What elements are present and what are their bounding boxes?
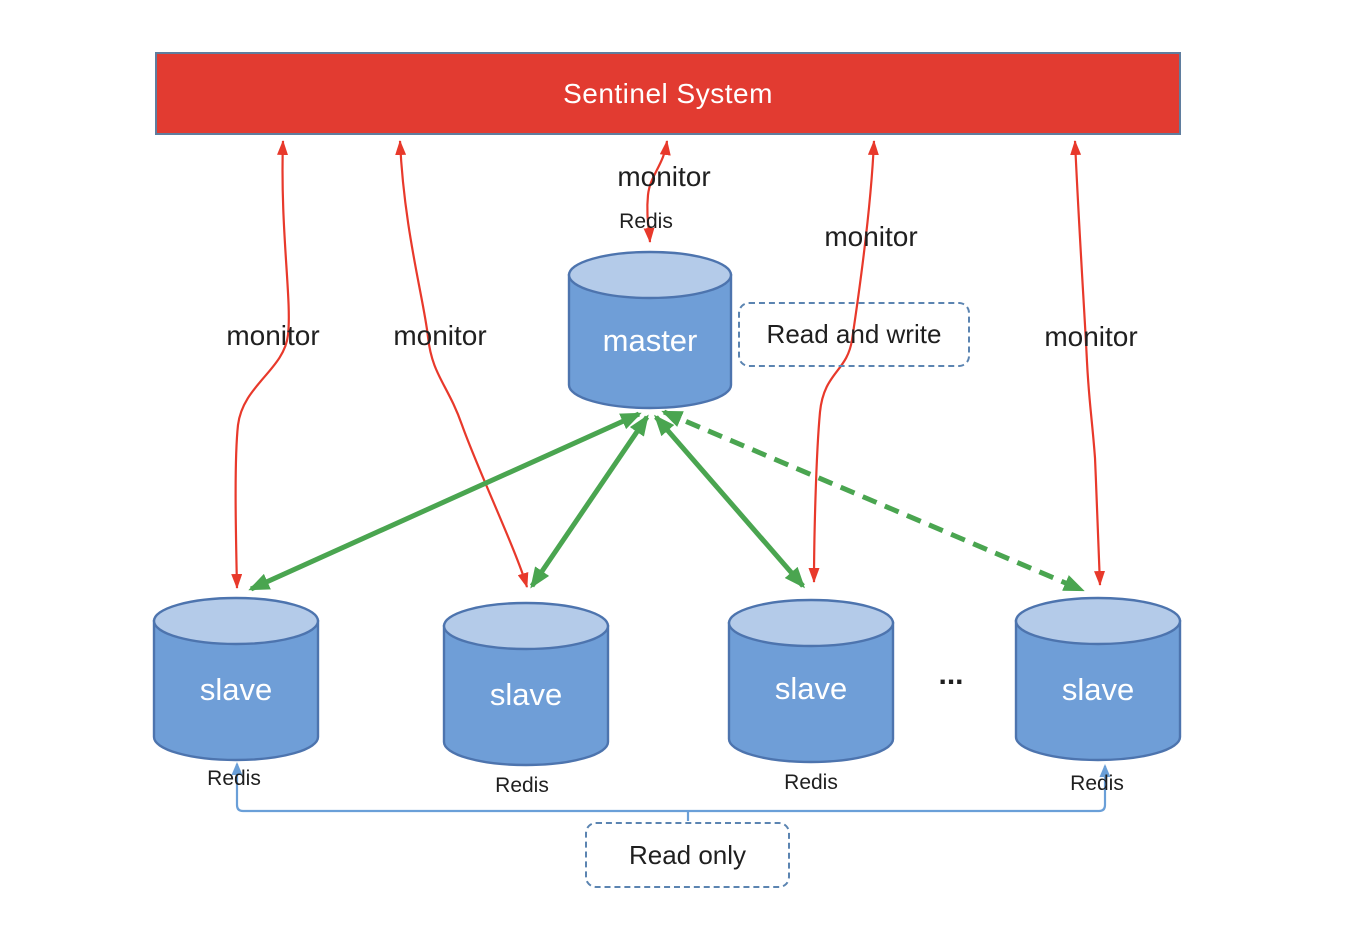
slave-1-cylinder-body bbox=[152, 619, 320, 762]
sentinel-system-banner: Sentinel System bbox=[155, 52, 1181, 135]
more-slaves-ellipsis: ... bbox=[938, 658, 964, 691]
monitor-connector-slave-2 bbox=[395, 140, 529, 588]
read-and-write-label: Read and write bbox=[766, 319, 942, 349]
redis-label-slave-1: Redis bbox=[207, 767, 261, 790]
read-only-bracket-line bbox=[231, 762, 1111, 813]
replication-connector-slave-4-dashed bbox=[661, 409, 1085, 593]
slave-1-label: slave bbox=[199, 672, 273, 707]
read-only-label: Read only bbox=[628, 839, 747, 870]
redis-label-slave-4: Redis bbox=[1070, 772, 1124, 795]
redis-label-slave-2: Redis bbox=[495, 774, 549, 797]
replication-connector-slave-2 bbox=[529, 414, 650, 589]
monitor-connector-slave-1 bbox=[231, 140, 290, 589]
monitor-connector-master bbox=[643, 140, 671, 243]
slave-2-cylinder-top bbox=[442, 601, 610, 651]
master-cylinder-body bbox=[567, 273, 733, 410]
replication-connector-slave-1 bbox=[248, 411, 642, 592]
sentinel-system-title: Sentinel System bbox=[563, 77, 773, 109]
slave-cylinder-3 bbox=[727, 598, 895, 764]
monitor-label-1: monitor bbox=[226, 320, 320, 351]
monitor-label-4: monitor bbox=[824, 221, 918, 252]
monitor-label-3: monitor bbox=[617, 161, 711, 192]
master-cylinder-top bbox=[567, 250, 733, 300]
slave-3-cylinder-top bbox=[727, 598, 895, 648]
slave-cylinder-4 bbox=[1014, 596, 1182, 762]
slave-4-cylinder-top bbox=[1014, 596, 1182, 646]
slave-1-cylinder-top bbox=[152, 596, 320, 646]
slave-2-cylinder-body bbox=[442, 624, 610, 767]
slave-4-cylinder-body bbox=[1014, 619, 1182, 762]
monitor-label-5: monitor bbox=[1044, 321, 1138, 352]
slave-cylinder-2 bbox=[442, 601, 610, 767]
redis-label-slave-3: Redis bbox=[784, 771, 838, 794]
slave-3-label: slave bbox=[774, 671, 848, 706]
slave-4-label: slave bbox=[1061, 672, 1135, 707]
monitor-label-2: monitor bbox=[393, 320, 487, 351]
master-label: master bbox=[602, 323, 698, 358]
read-only-box: Read only bbox=[585, 822, 790, 888]
slave-2-label: slave bbox=[489, 677, 563, 712]
slave-cylinder-1 bbox=[152, 596, 320, 762]
monitor-connector-slave-4 bbox=[1070, 140, 1106, 586]
master-cylinder bbox=[567, 250, 733, 410]
read-and-write-box: Read and write bbox=[738, 302, 970, 367]
redis-label-master: Redis bbox=[619, 210, 673, 233]
slave-3-cylinder-body bbox=[727, 621, 895, 764]
